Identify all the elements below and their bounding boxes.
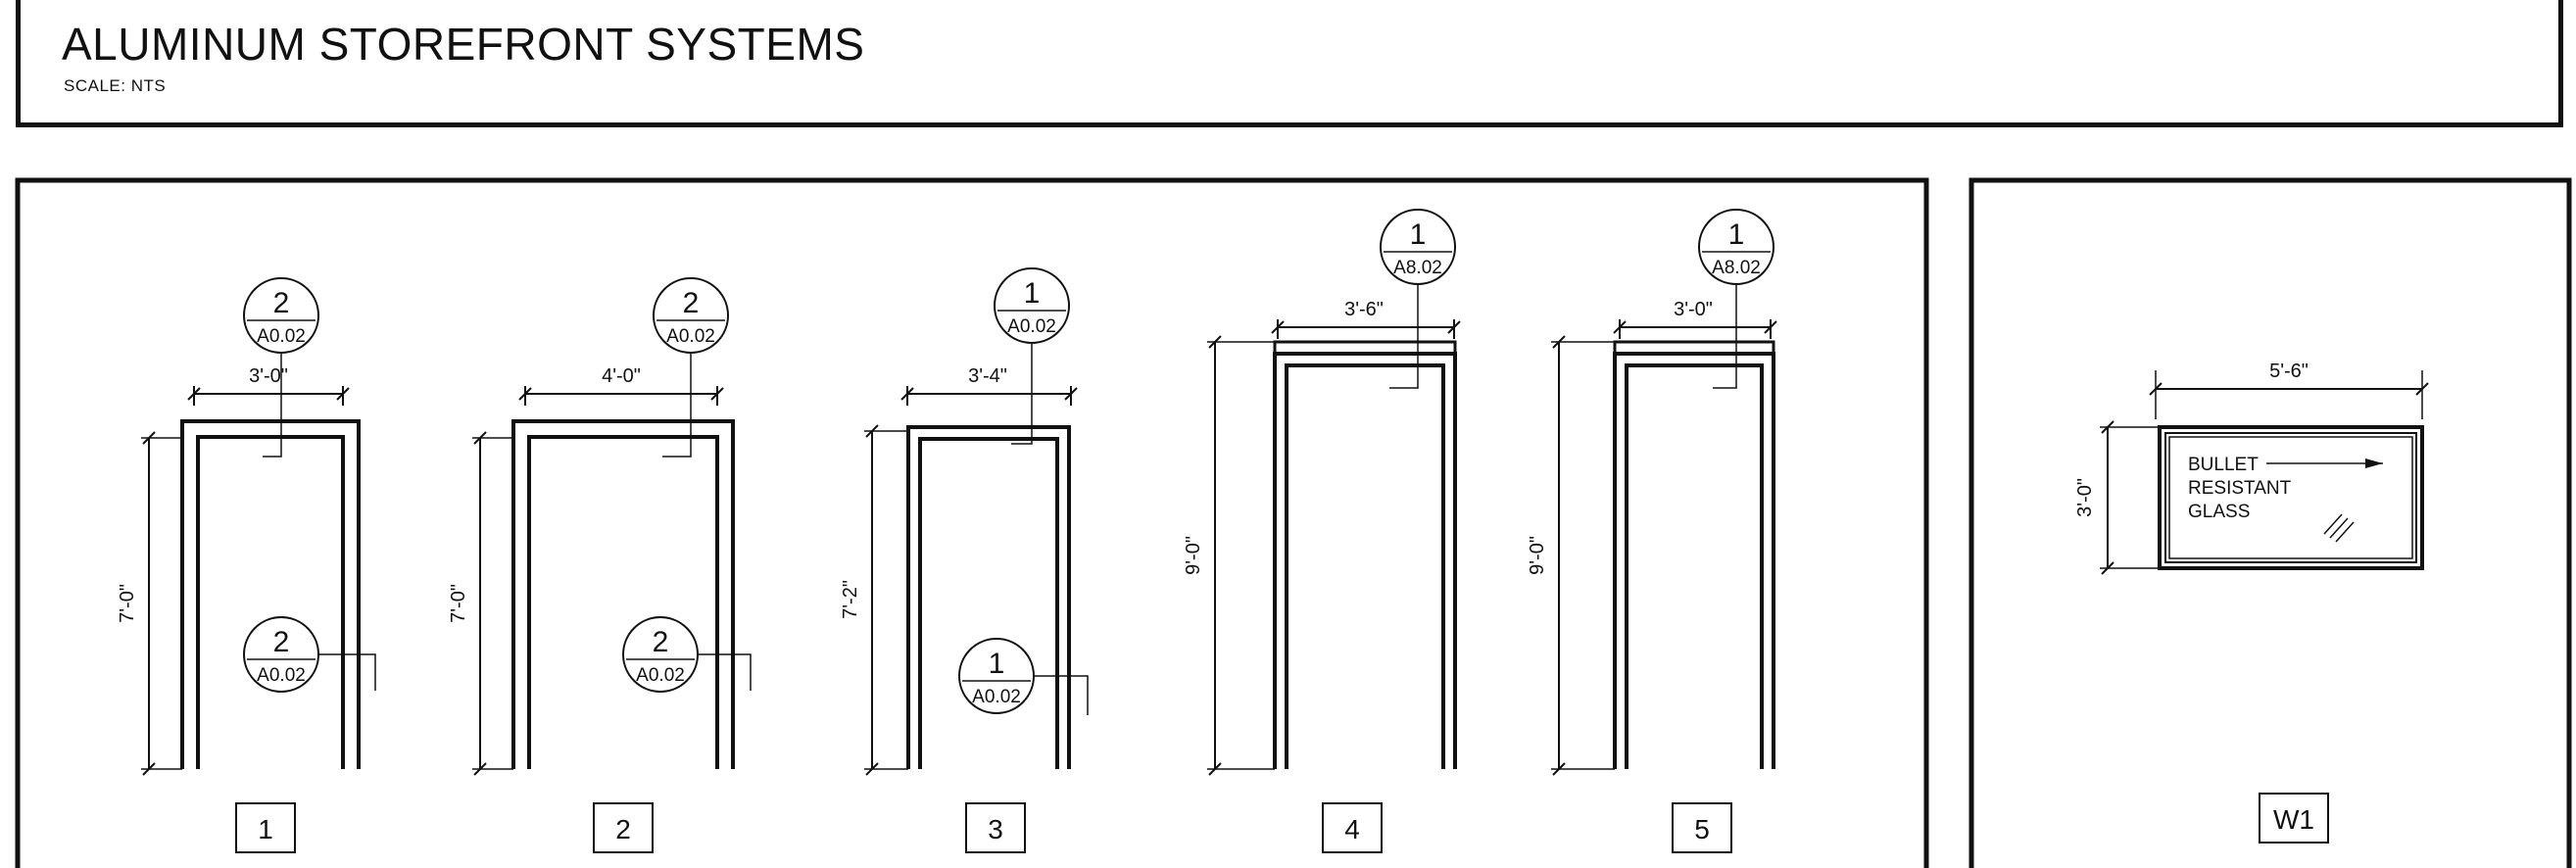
frame-5-width-dim: 3'-0" (1674, 299, 1713, 320)
frame-3-width-dim: 3'-4" (968, 365, 1007, 387)
window-panel-border (1968, 177, 2572, 868)
door-panel-border (15, 177, 1929, 868)
frame-1-label: 1 (258, 814, 273, 844)
frame-5-label: 5 (1694, 814, 1710, 844)
frame-2-top-tag-sheet: A0.02 (666, 326, 715, 347)
frame-5-top-tag-number: 1 (1728, 218, 1745, 251)
frame-4-width-dim: 3'-6" (1344, 299, 1384, 320)
frame-4-outline (1273, 352, 1457, 769)
window-w1-outline (2158, 425, 2424, 570)
frame-4: 3'-6" 9'-0" 1 A8.02 4 (1183, 209, 1461, 853)
frame-3-label-box (965, 802, 1026, 853)
frame-2-top-tag-number: 2 (683, 287, 700, 319)
frame-1-top-tag-sheet: A0.02 (257, 326, 306, 347)
frame-1: 3'-0" 7'-0" 2 A0.02 2 A0.02 1 (117, 277, 376, 853)
frame-2-mid-tag-sheet: A0.02 (636, 665, 685, 686)
frame-2-label: 2 (615, 814, 631, 844)
window-height-dim: 3'-0" (2074, 478, 2096, 517)
frame-4-top-tag-number: 1 (1410, 218, 1427, 251)
frame-1-label-box (235, 802, 296, 853)
frame-2-outline (511, 419, 735, 769)
window-label: W1 (2273, 804, 2314, 835)
frame-3-mid-tag-sheet: A0.02 (972, 687, 1021, 707)
frame-3-height-dim: 7'-2" (840, 580, 861, 619)
window-label-box (2259, 793, 2329, 844)
window-note-line-3: GLASS (2188, 502, 2250, 522)
frame-3-top-tag-number: 1 (1024, 277, 1041, 310)
frame-1-outline (180, 419, 361, 769)
frame-1-width-dim: 3'-0" (249, 365, 288, 387)
frame-3: 3'-4" 7'-2" 1 A0.02 1 A0.02 3 (840, 267, 1089, 853)
frame-1-height-dim: 7'-0" (117, 584, 138, 623)
frame-5-top-tag-sheet: A8.02 (1712, 258, 1761, 278)
frame-3-mid-tag-number: 1 (989, 648, 1005, 680)
title-block: ALUMINUM STOREFRONT SYSTEMS SCALE: NTS (16, 0, 2563, 127)
frame-4-label-box (1322, 802, 1383, 853)
frame-4-top-tag-sheet: A8.02 (1393, 258, 1442, 278)
frame-3-label: 3 (988, 814, 1003, 844)
window-width-dim: 5'-6" (2269, 361, 2309, 382)
frame-5: 3'-0" 9'-0" 1 A8.02 5 (1527, 209, 1777, 853)
frame-4-label: 4 (1344, 814, 1360, 844)
frame-3-outline (906, 425, 1071, 769)
frame-5-height-dim: 9'-0" (1527, 536, 1548, 575)
sheet-title: ALUMINUM STOREFRONT SYSTEMS (62, 19, 865, 70)
frame-2-height-dim: 7'-0" (448, 584, 469, 623)
frame-3-top-tag-sheet: A0.02 (1007, 316, 1056, 337)
frame-5-outline (1613, 352, 1775, 769)
frame-2-width-dim: 4'-0" (602, 365, 641, 387)
frame-1-mid-tag-number: 2 (273, 626, 290, 658)
frame-1-top-tag-number: 2 (273, 287, 290, 319)
window-w1: 5'-6" 3'-0" BULLET RESISTANT GLASS W1 (2074, 361, 2429, 844)
leader-arrow-icon (2365, 458, 2383, 468)
frame-2-label-box (593, 802, 654, 853)
frame-4-height-dim: 9'-0" (1183, 536, 1204, 575)
glass-hatch-icon (2323, 513, 2355, 543)
window-note-line-1: BULLET (2188, 455, 2259, 475)
scale-note: SCALE: NTS (64, 76, 167, 95)
frame-2: 4'-0" 7'-0" 2 A0.02 2 A0.02 2 (448, 277, 752, 853)
frame-1-mid-tag-sheet: A0.02 (257, 665, 306, 686)
window-note-line-2: RESISTANT (2188, 478, 2292, 499)
frame-5-label-box (1672, 802, 1732, 853)
frame-2-mid-tag-number: 2 (653, 626, 669, 658)
